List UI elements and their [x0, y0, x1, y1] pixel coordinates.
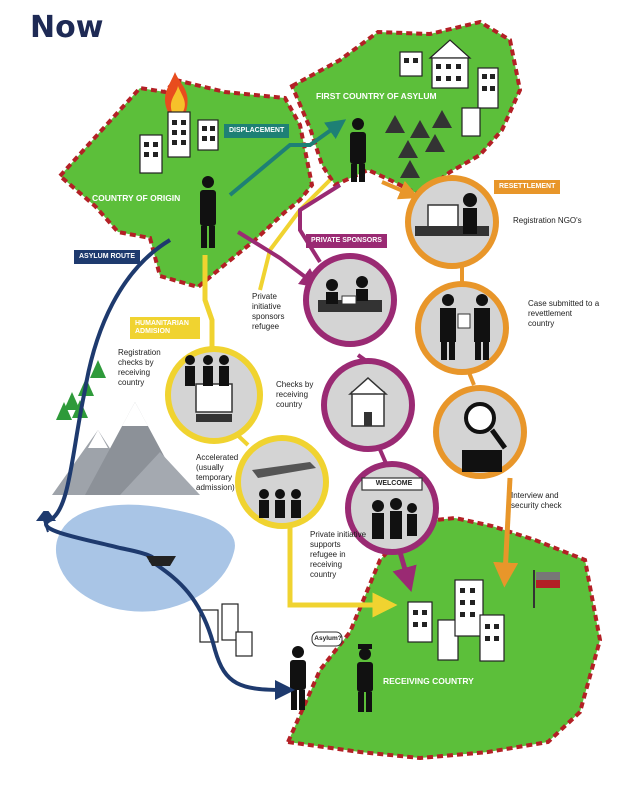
- mountains: [52, 402, 200, 495]
- first-country-label: FIRST COUNTRY OF ASYLUM: [316, 91, 437, 101]
- step-circle-accelerated: [235, 435, 329, 529]
- country-of-origin-label: COUNTRY OF ORIGIN: [92, 193, 181, 203]
- page-title: Now: [30, 10, 104, 45]
- step-circle-interview: [433, 385, 527, 479]
- person-icon-asylum-seeker: [290, 646, 306, 710]
- sea: [53, 502, 237, 614]
- refugee-tents: [385, 110, 452, 178]
- step-circle-registration-checks: [165, 346, 263, 444]
- person-icon-first-country: [350, 118, 366, 182]
- displacement-tag: DISPLACEMENT: [224, 124, 290, 139]
- resettlement-tag: RESETTLEMENT: [494, 180, 561, 195]
- step-circle-private-sponsors: [303, 253, 397, 347]
- receiving-country-label: RECEIVING COUNTRY: [383, 676, 474, 686]
- fire-icon: [165, 72, 188, 112]
- private-supports-label: Private initiative supports refugee in r…: [310, 530, 367, 579]
- first-country-buildings: [399, 39, 499, 137]
- trees: [56, 360, 106, 420]
- origin-building-windows: [144, 120, 215, 157]
- resettlement-route: [381, 180, 420, 200]
- registration-checks-label: Registration checks by receiving country: [118, 348, 161, 387]
- welcome-sign-text: WELCOME: [375, 480, 413, 487]
- flag-icon: [533, 570, 560, 608]
- interview-security-label: Interview and security check: [511, 491, 562, 510]
- person-icon-officer: [357, 644, 373, 712]
- registration-ngos-label: Registration NGO's: [513, 216, 582, 225]
- checks-receiving-label: Checks by receiving country: [276, 380, 314, 409]
- boat-icon: [146, 556, 176, 566]
- asylum-route-tag: ASYLUM ROUTE: [74, 250, 140, 265]
- humanitarian-sponsor-link: [258, 178, 332, 291]
- asylum-speech-bubble: [311, 631, 343, 647]
- case-submitted-label: Case submitted to a revettlement country: [528, 299, 600, 328]
- first-country-windows: [404, 58, 495, 91]
- private-sponsors-refugee-label: Private initiative sponsors refugee: [252, 292, 285, 331]
- humanitarian-admission-tag: HUMANITARIAN ADMISION: [130, 317, 200, 340]
- step-circle-case-submitted: [415, 281, 509, 375]
- step-circle-registration-ngos: [405, 175, 499, 269]
- resettlement-route-2: [493, 477, 519, 588]
- step-circle-welcome: [345, 461, 439, 555]
- plane-icon: [36, 511, 56, 533]
- private-sponsor-route: [236, 230, 320, 288]
- receiving-buildings: [199, 579, 505, 662]
- private-sponsor-route-2: [298, 183, 342, 264]
- receiving-windows: [413, 588, 499, 641]
- step-circle-checks: [321, 358, 415, 452]
- private-sponsors-tag: PRIVATE SPONSORS: [306, 234, 387, 249]
- accelerated-label: Accelerated (usually temporary admission…: [196, 453, 239, 492]
- asylum-bubble-text: Asylum?: [314, 635, 342, 642]
- displacement-route: [228, 119, 347, 197]
- asylum-route: [48, 238, 285, 690]
- person-icon-origin: [200, 176, 216, 248]
